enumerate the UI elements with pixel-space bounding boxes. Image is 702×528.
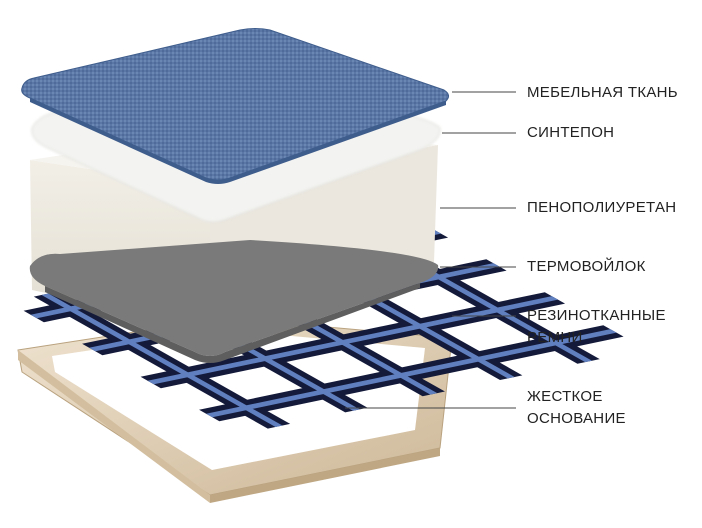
label-base: ЖЕСТКОЕ ОСНОВАНИЕ	[527, 386, 626, 430]
belt-stripe	[41, 293, 283, 427]
fabric-sheet	[21, 28, 450, 181]
felt-edge	[45, 283, 420, 363]
label-felt-line-1: ТЕРМОВОЙЛОК	[527, 258, 646, 275]
label-sintepon: СИНТЕПОН	[527, 122, 614, 144]
label-foam-line-1: ПЕНОПОЛИУРЕТАН	[527, 199, 677, 216]
base-frame-side-left	[18, 350, 210, 503]
label-fabric-line-1: МЕБЕЛЬНАЯ ТКАНЬ	[527, 84, 678, 101]
label-base-line-2: ОСНОВАНИЕ	[527, 410, 626, 427]
fabric-layer	[21, 28, 450, 184]
label-fabric: МЕБЕЛЬНАЯ ТКАНЬ	[527, 82, 678, 104]
label-foam: ПЕНОПОЛИУРЕТАН	[527, 197, 676, 219]
label-felt: ТЕРМОВОЙЛОК	[527, 256, 646, 278]
label-belts-line-1: РЕЗИНОТКАННЫЕ	[527, 307, 666, 324]
belt-stripe	[206, 329, 617, 418]
label-sintepon-line-1: СИНТЕПОН	[527, 124, 615, 141]
belt-stripe	[147, 296, 559, 385]
label-belts: РЕЗИНОТКАННЫЕ РЕМНИ	[527, 305, 666, 349]
label-base-line-1: ЖЕСТКОЕ	[527, 388, 603, 405]
label-belts-line-2: РЕМНИ	[527, 329, 583, 346]
felt-layer	[29, 240, 439, 363]
base-frame-side	[210, 448, 440, 503]
felt-sheet	[29, 240, 439, 356]
leader-lines	[345, 91, 516, 409]
